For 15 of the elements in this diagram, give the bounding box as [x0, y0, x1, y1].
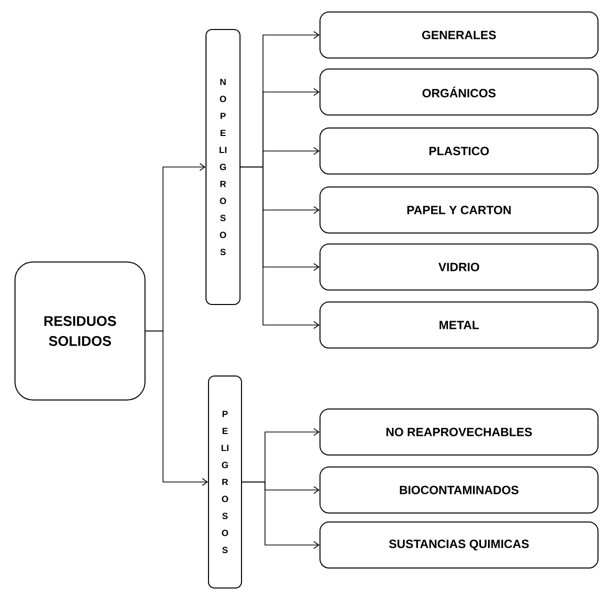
item-box: PLASTICO [320, 128, 598, 174]
item-box: BIOCONTAMINADOS [320, 466, 598, 514]
arrow [240, 166, 320, 329]
arrow [242, 482, 320, 549]
item-box: SUSTANCIAS QUIMICAS [320, 522, 598, 568]
vertical-label-box: PELIGROSOS [208, 376, 242, 588]
item-box: PAPEL Y CARTON [320, 186, 598, 234]
category-box: RESIDUOS SOLIDOS [14, 262, 146, 400]
arrow [145, 330, 208, 486]
item-box: METAL [320, 302, 598, 348]
item-box: VIDRIO [320, 244, 598, 290]
item-box: GENERALES [320, 12, 598, 58]
vertical-label-box: NO PELIGROSOS [206, 29, 240, 305]
item-box: NO REAPROVECHABLES [320, 408, 598, 456]
item-box: ORGÁNICOS [320, 68, 598, 116]
